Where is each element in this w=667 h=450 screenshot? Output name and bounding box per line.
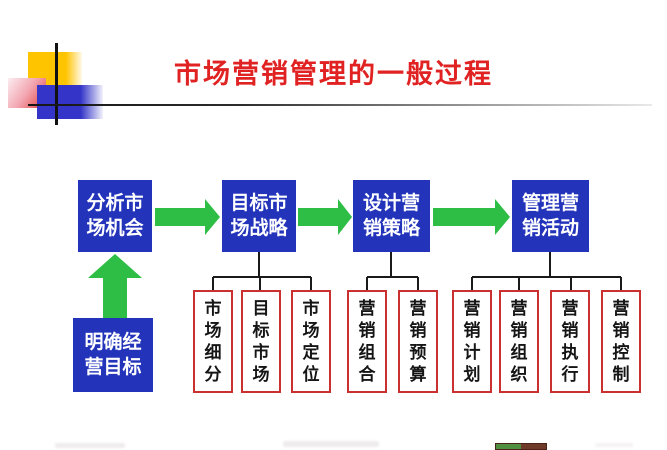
sub-box-label: 市场细分 — [204, 298, 222, 384]
connector-tree-target-market — [212, 252, 312, 291]
sub-box-marketing-plan: 营销计划 — [452, 290, 492, 393]
sub-box-label: 营销执行 — [561, 298, 579, 384]
title-underline — [28, 104, 652, 106]
sub-box-label: 市场定位 — [302, 298, 320, 384]
sub-box-market-segmentation: 市场细分 — [193, 290, 233, 393]
connector-tree-marketing-tactics — [366, 252, 419, 291]
sub-box-label: 目标市场 — [252, 298, 270, 384]
sub-box-label: 营销计划 — [463, 298, 481, 384]
sub-box-label: 营销预算 — [409, 298, 427, 384]
sub-box-label: 营销组织 — [510, 298, 528, 384]
cutoff-logo-green-half — [496, 444, 521, 449]
arrow-right-2 — [298, 199, 352, 235]
step-box-analyze-market-opportunities: 分析市 场机会 — [78, 180, 152, 252]
arrow-up-premise — [88, 254, 142, 318]
step-box-clarify-business-goals: 明确经 营目标 — [73, 318, 153, 392]
sub-box-market-positioning: 市场定位 — [291, 290, 331, 393]
sub-box-label: 营销组合 — [358, 298, 376, 384]
sub-box-marketing-control: 营销控制 — [601, 290, 641, 393]
cutoff-logo — [495, 443, 547, 450]
sub-box-marketing-budget: 营销预算 — [398, 290, 438, 393]
step-box-target-market-strategy: 目标市 场战略 — [222, 180, 296, 252]
slide-title: 市场营销管理的一般过程 — [174, 59, 493, 89]
watermark-smudge — [595, 443, 633, 447]
arrow-right-1 — [155, 199, 220, 235]
sub-box-marketing-organization: 营销组织 — [499, 290, 539, 393]
sub-box-label: 营销控制 — [612, 298, 630, 384]
watermark-smudge — [55, 443, 125, 448]
sub-box-target-market: 目标市场 — [241, 290, 281, 393]
watermark-smudge — [283, 441, 379, 447]
sub-box-marketing-execution: 营销执行 — [550, 290, 590, 393]
connector-tree-marketing-activities — [471, 252, 622, 291]
sub-box-marketing-mix: 营销组合 — [347, 290, 387, 393]
step-box-manage-marketing-activities: 管理营 销活动 — [512, 180, 589, 252]
decoration-vertical-line — [55, 43, 58, 125]
cutoff-logo-brown-half — [521, 444, 546, 449]
arrow-right-3 — [433, 199, 510, 235]
decoration-blue-square — [37, 85, 103, 119]
step-box-design-marketing-tactics: 设计营 销策略 — [353, 180, 430, 252]
